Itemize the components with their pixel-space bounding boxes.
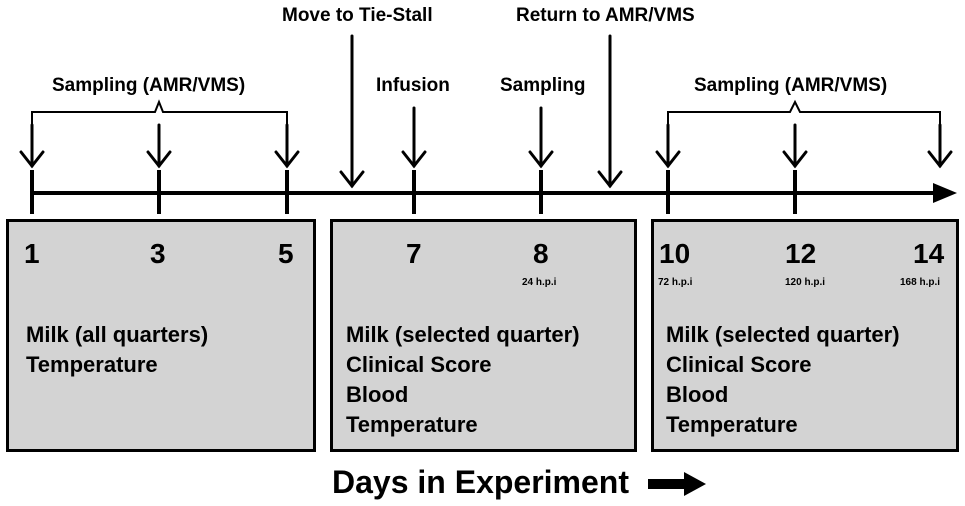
down-arrow-icon	[782, 123, 808, 169]
down-arrow-icon	[528, 106, 554, 169]
day-label: 10	[659, 238, 691, 269]
brace-right	[667, 99, 941, 130]
hpi-label: 24 h.p.i	[522, 277, 557, 288]
down-arrow-icon	[146, 123, 172, 169]
axis-caption: Days in Experiment	[332, 464, 629, 500]
hpi-label: 120 h.p.i	[785, 277, 826, 288]
sampling-arrows	[19, 34, 953, 189]
annotation-sampling-left: Sampling (AMR/VMS)	[52, 75, 246, 96]
down-arrow-icon	[655, 123, 681, 169]
day-label: 8	[533, 238, 549, 269]
measurement-item: Blood	[666, 382, 729, 407]
annotation-infusion: Infusion	[376, 75, 450, 96]
right-arrow-icon	[648, 472, 706, 496]
measurement-item: Blood	[346, 382, 409, 407]
timeline-ticks	[30, 170, 797, 214]
day-label: 5	[278, 238, 294, 269]
panel-days-10-14	[651, 219, 959, 452]
brace-left	[31, 99, 288, 130]
day-label: 7	[406, 238, 422, 269]
measurement-item: Milk (selected quarter)	[346, 322, 580, 347]
down-arrow-icon	[401, 106, 427, 169]
panel-days-7-8	[330, 219, 637, 452]
panel-days-1-5	[6, 219, 316, 452]
annotation-sampling-mid: Sampling	[500, 75, 586, 96]
day-label: 12	[785, 238, 817, 269]
annotation-sampling-right: Sampling (AMR/VMS)	[694, 75, 888, 96]
day-label: 3	[150, 238, 166, 269]
timeline-arrowhead	[933, 183, 957, 203]
hpi-label: 72 h.p.i	[658, 277, 693, 288]
measurement-item: Temperature	[26, 352, 158, 377]
annotation-move-to-tie-stall: Move to Tie-Stall	[282, 5, 433, 26]
down-arrow-icon	[19, 123, 45, 169]
annotation-return-to-amr-vms: Return to AMR/VMS	[516, 5, 695, 26]
measurement-item: Clinical Score	[666, 352, 812, 377]
measurement-item: Milk (all quarters)	[26, 322, 209, 347]
day-label: 14	[913, 238, 945, 269]
measurement-item: Milk (selected quarter)	[666, 322, 900, 347]
day-label: 1	[24, 238, 40, 269]
measurement-item: Temperature	[666, 412, 798, 437]
down-arrow-icon	[927, 123, 953, 169]
down-arrow-icon	[339, 34, 365, 189]
measurement-item: Temperature	[346, 412, 478, 437]
hpi-label: 168 h.p.i	[900, 277, 941, 288]
down-arrow-icon	[597, 34, 623, 189]
down-arrow-icon	[274, 123, 300, 169]
measurement-item: Clinical Score	[346, 352, 492, 377]
